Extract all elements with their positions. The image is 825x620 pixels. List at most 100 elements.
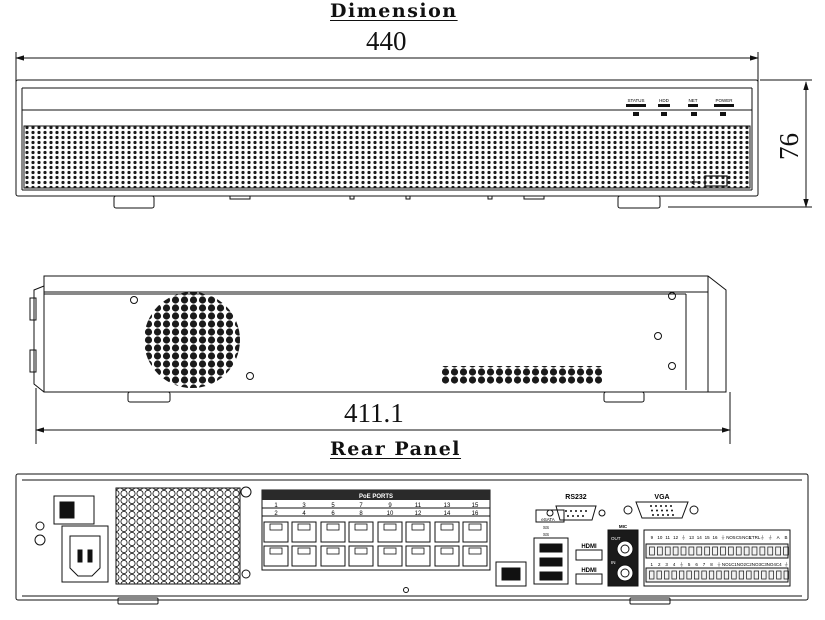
alarm-terminal[interactable] bbox=[728, 546, 734, 556]
alarm-terminal[interactable] bbox=[767, 546, 774, 556]
poe-port-latch bbox=[354, 547, 368, 555]
alarm-terminal[interactable] bbox=[664, 570, 670, 580]
side-fan-vent bbox=[144, 292, 240, 388]
esata-label: eSATA bbox=[541, 517, 555, 522]
alarm-terminal[interactable] bbox=[776, 570, 782, 580]
alarm-terminal[interactable] bbox=[746, 570, 752, 580]
alarm-terminal[interactable] bbox=[664, 546, 671, 556]
poe-port-latch bbox=[383, 547, 397, 555]
poe-number-top: 13 bbox=[444, 503, 451, 509]
hdmi-port-1[interactable] bbox=[575, 549, 603, 561]
esata-port[interactable] bbox=[535, 509, 565, 523]
alarm-terminal[interactable] bbox=[720, 546, 726, 556]
alarm-terminal[interactable] bbox=[761, 570, 767, 580]
poe-title: PoE PORTS bbox=[359, 494, 393, 500]
side-body-outline bbox=[43, 275, 727, 393]
rs232-port[interactable] bbox=[555, 505, 597, 521]
poe-port[interactable] bbox=[348, 545, 374, 567]
alarm-label-bottom: C1 bbox=[731, 562, 737, 567]
poe-port[interactable] bbox=[377, 521, 403, 543]
vga-pin bbox=[651, 509, 653, 512]
power-switch[interactable] bbox=[53, 495, 95, 525]
alarm-label-top: A bbox=[777, 535, 780, 540]
alarm-label-bottom: 8 bbox=[710, 562, 713, 567]
alarm-terminal[interactable] bbox=[680, 546, 687, 556]
alarm-terminal[interactable] bbox=[696, 546, 703, 556]
alarm-terminal[interactable] bbox=[731, 570, 737, 580]
dimension-heading: Dimension bbox=[330, 0, 458, 22]
alarm-terminal[interactable] bbox=[679, 570, 685, 580]
alarm-terminal[interactable] bbox=[686, 570, 692, 580]
poe-port[interactable] bbox=[377, 545, 403, 567]
alarm-terminal[interactable] bbox=[783, 546, 789, 556]
alarm-terminal[interactable] bbox=[693, 570, 700, 580]
poe-port[interactable] bbox=[405, 545, 431, 567]
alarm-label-top: B bbox=[785, 535, 788, 540]
front-foot-right bbox=[617, 195, 661, 209]
alarm-terminal[interactable] bbox=[688, 546, 695, 556]
poe-port[interactable] bbox=[291, 521, 317, 543]
rs232-pin bbox=[585, 510, 587, 512]
alarm-terminal[interactable] bbox=[671, 570, 677, 580]
side-screw bbox=[130, 296, 138, 304]
alarm-terminal[interactable] bbox=[657, 546, 663, 556]
poe-number-bottom: 6 bbox=[331, 511, 335, 517]
alarm-label-top: CTRL bbox=[749, 535, 761, 540]
lan-port[interactable] bbox=[495, 561, 527, 587]
alarm-terminal[interactable] bbox=[775, 546, 781, 556]
alarm-terminal[interactable] bbox=[753, 570, 759, 580]
vga-pin bbox=[661, 509, 663, 512]
alarm-terminal[interactable] bbox=[751, 546, 758, 556]
alarm-terminal[interactable] bbox=[672, 546, 679, 556]
rs232-pin bbox=[570, 510, 572, 512]
alarm-terminal[interactable] bbox=[656, 570, 662, 580]
indicator-label-net: NET bbox=[689, 98, 698, 103]
alarm-label-top: 12 bbox=[673, 535, 679, 540]
poe-port[interactable] bbox=[434, 521, 460, 543]
alarm-label-bottom: 5 bbox=[688, 562, 691, 567]
vga-port[interactable] bbox=[635, 501, 689, 519]
poe-port[interactable] bbox=[348, 521, 374, 543]
poe-port-latch bbox=[326, 547, 340, 555]
alarm-terminal[interactable] bbox=[783, 570, 789, 580]
poe-port[interactable] bbox=[462, 521, 488, 543]
poe-port[interactable] bbox=[263, 521, 289, 543]
alarm-terminal[interactable] bbox=[738, 570, 745, 580]
ground-screw bbox=[35, 521, 45, 531]
alarm-terminal[interactable] bbox=[649, 546, 655, 556]
alarm-terminal[interactable] bbox=[735, 546, 742, 556]
poe-number-top: 15 bbox=[472, 503, 479, 509]
alarm-terminal[interactable] bbox=[723, 570, 730, 580]
poe-port[interactable] bbox=[405, 521, 431, 543]
side-foot-rear bbox=[603, 391, 645, 403]
alarm-terminal[interactable] bbox=[768, 570, 774, 580]
alarm-label-bottom: 6 bbox=[695, 562, 698, 567]
alarm-terminal[interactable] bbox=[716, 570, 722, 580]
poe-port[interactable] bbox=[320, 545, 346, 567]
alarm-terminal[interactable] bbox=[759, 546, 766, 556]
hdmi-port-2[interactable] bbox=[575, 573, 603, 585]
alarm-label-top: 14 bbox=[697, 535, 703, 540]
front-view bbox=[15, 52, 812, 209]
alarm-terminal[interactable] bbox=[649, 570, 655, 580]
poe-port-latch bbox=[297, 523, 311, 531]
vga-pin bbox=[652, 514, 654, 516]
poe-port[interactable] bbox=[320, 521, 346, 543]
poe-port-latch bbox=[468, 523, 482, 531]
alarm-label-top: 9 bbox=[651, 535, 654, 540]
poe-port[interactable] bbox=[462, 545, 488, 567]
poe-port[interactable] bbox=[291, 545, 317, 567]
poe-port-latch bbox=[383, 523, 397, 531]
alarm-terminal[interactable] bbox=[743, 546, 750, 556]
poe-port-latch bbox=[440, 523, 454, 531]
alarm-terminal[interactable] bbox=[701, 570, 707, 580]
alarm-label-top: 16 bbox=[713, 535, 719, 540]
front-usb-port bbox=[690, 175, 728, 187]
hdmi-label-1: HDMI bbox=[581, 544, 597, 550]
alarm-terminal[interactable] bbox=[708, 570, 715, 580]
poe-port[interactable] bbox=[263, 545, 289, 567]
vga-pin bbox=[660, 505, 662, 507]
poe-port[interactable] bbox=[434, 545, 460, 567]
alarm-terminal[interactable] bbox=[704, 546, 710, 556]
alarm-terminal[interactable] bbox=[712, 546, 718, 556]
